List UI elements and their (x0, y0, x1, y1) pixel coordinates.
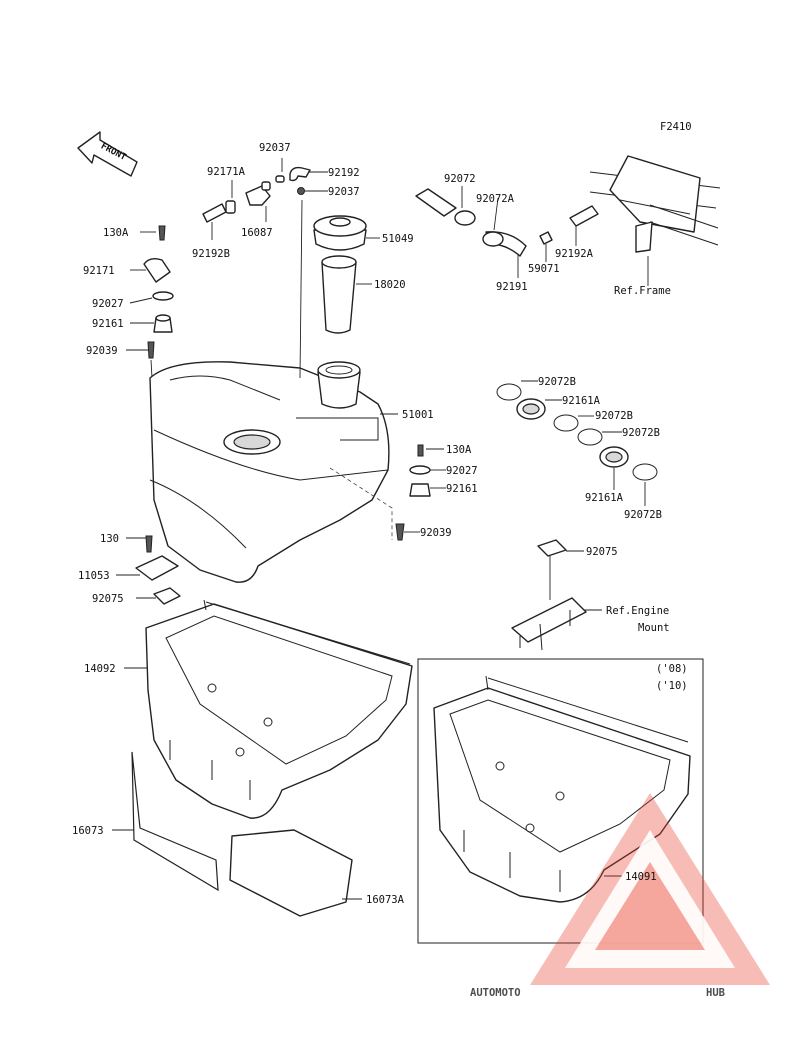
part-label: 92037 (328, 186, 360, 198)
figure-code: F2410 (660, 121, 692, 133)
part-label: 16073 (72, 825, 104, 837)
part-label: 130A (446, 444, 472, 456)
watermark-text: AUTOMOTO HUB (470, 987, 725, 999)
part-label: 92161 (446, 483, 478, 495)
part-label: 92072 (444, 173, 476, 185)
left-mount-parts (135, 535, 181, 605)
part-label: 16087 (241, 227, 273, 239)
part-label: 18020 (374, 279, 406, 291)
part-label: 92039 (86, 345, 118, 357)
part-label: 14092 (84, 663, 116, 675)
left-small-parts (143, 225, 174, 379)
watermark-part1: AUTOMOTO (470, 987, 521, 999)
part-label: 92161A (585, 492, 624, 504)
leader-lines (112, 158, 649, 900)
part-labels: F2410 92037 92171A 92192 92037 130A 9219… (72, 121, 692, 906)
part-label: 92027 (446, 465, 478, 477)
front-arrow: FRONT (77, 131, 138, 177)
fittings-group (202, 166, 311, 223)
part-label: 92037 (259, 142, 291, 154)
pads (131, 751, 353, 917)
fuel-cap (313, 215, 367, 251)
right-clamps (329, 383, 658, 541)
part-label: 92072B (538, 376, 576, 388)
part-label: 92161A (562, 395, 601, 407)
part-label: 92171A (207, 166, 246, 178)
part-label: 92171 (83, 265, 115, 277)
watermark-logo (530, 793, 770, 985)
engine-mount-reference (511, 539, 587, 651)
part-label: 92075 (586, 546, 618, 558)
ref-engine-mount-label-2: Mount (638, 622, 670, 634)
part-label: 92072B (595, 410, 633, 422)
fuel-tank (149, 199, 390, 583)
part-label: 130 (100, 533, 119, 545)
part-label: 59071 (528, 263, 560, 275)
part-label: 11053 (78, 570, 110, 582)
part-label: 92192 (328, 167, 360, 179)
under-tray (145, 599, 413, 819)
watermark-part2: HUB (706, 987, 725, 999)
part-label: 92192B (192, 248, 230, 260)
part-label: 92072B (622, 427, 660, 439)
frame-reference (589, 155, 721, 253)
inset-box (417, 658, 704, 944)
ref-frame-label: Ref.Frame (614, 285, 671, 297)
part-label: 130A (103, 227, 129, 239)
ref-engine-mount-label: Ref.Engine (606, 605, 669, 617)
breather-hoses (415, 188, 599, 257)
filler-tube (321, 255, 357, 334)
part-label: 92192A (555, 248, 594, 260)
part-label: 92072A (476, 193, 515, 205)
inset-year-label: ('08) (656, 663, 688, 675)
part-label: 51001 (402, 409, 434, 421)
part-label: 92072B (624, 509, 662, 521)
part-label: 92039 (420, 527, 452, 539)
part-label: 92161 (92, 318, 124, 330)
part-label: 51049 (382, 233, 414, 245)
inset-year-label: ('10) (656, 680, 688, 692)
part-label: 92191 (496, 281, 528, 293)
part-label: 14091 (625, 871, 657, 883)
part-label: 16073A (366, 894, 405, 906)
part-label: 92075 (92, 593, 124, 605)
part-label: 92027 (92, 298, 124, 310)
